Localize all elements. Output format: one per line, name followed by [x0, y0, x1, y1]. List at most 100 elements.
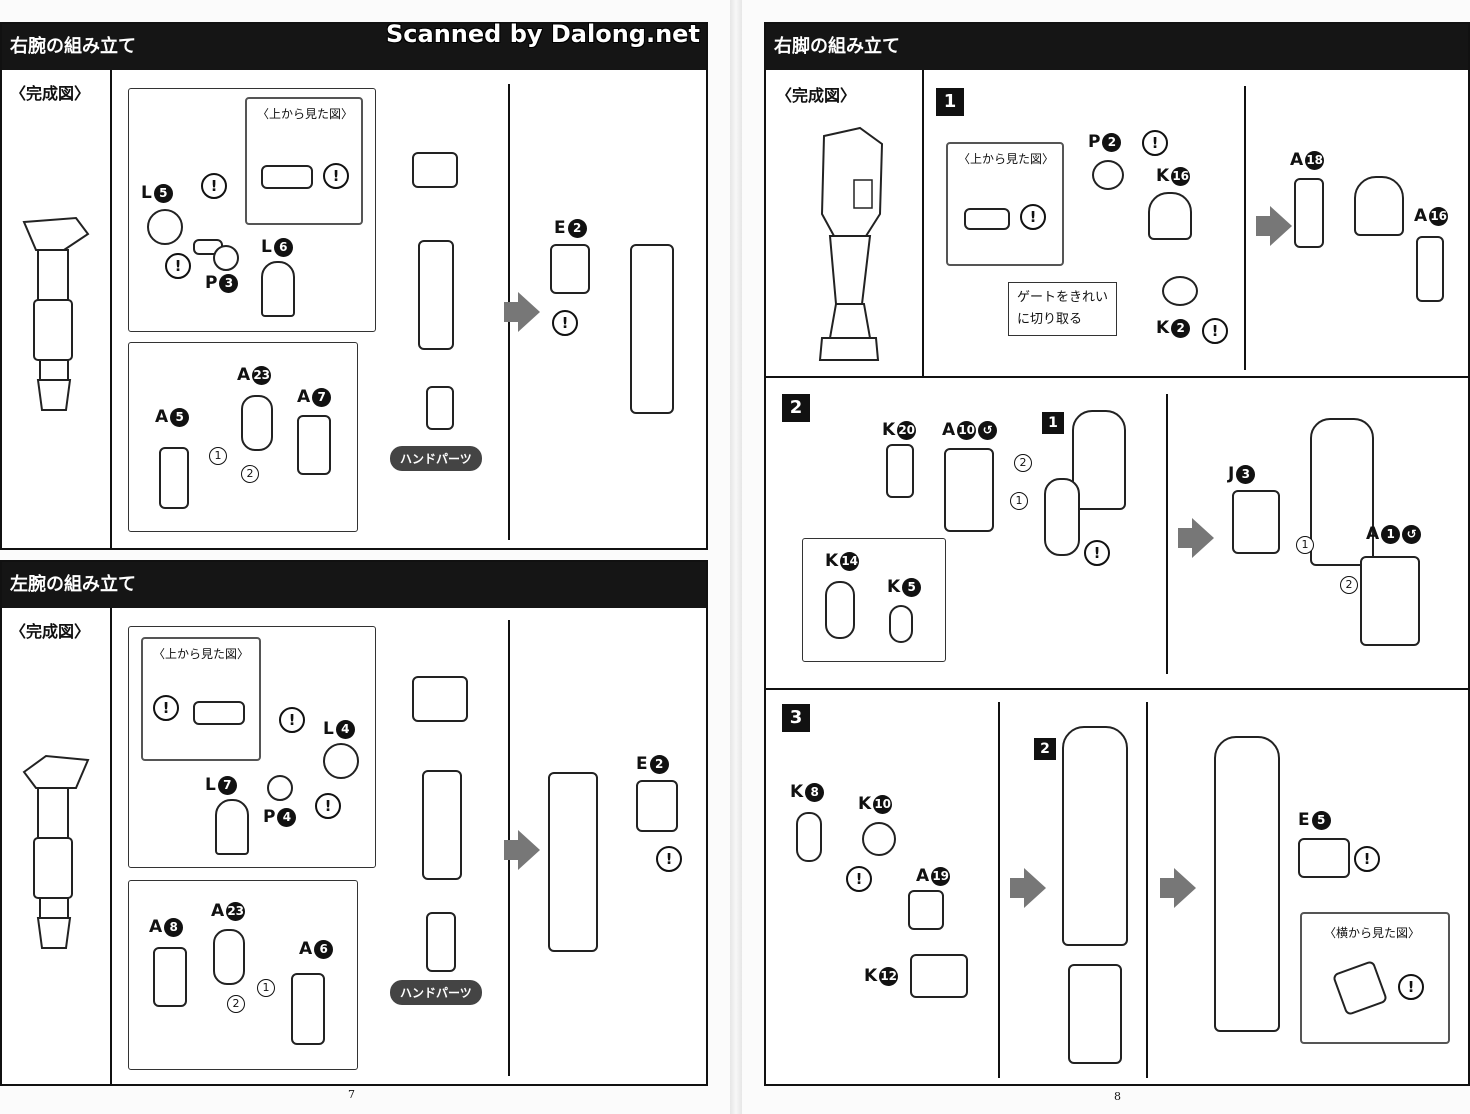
sequence-marker: 1: [1296, 536, 1314, 554]
divider: [998, 702, 1000, 1078]
top-view-callout: 〈上から見た図〉 !: [946, 142, 1064, 266]
step1-assembly-part: [1072, 410, 1126, 510]
part-k5: [889, 605, 913, 643]
part-j3: [1232, 490, 1280, 554]
part-l7: [215, 799, 249, 855]
part-shape: [261, 165, 313, 189]
sequence-marker: 1: [257, 979, 275, 997]
part-a16: [1416, 236, 1444, 302]
hand-parts-label: ハンドパーツ: [390, 446, 482, 471]
cut-symbol-icon: ↺: [978, 420, 998, 440]
step2-assembly-part: [1062, 726, 1128, 946]
part-a18: [1294, 178, 1324, 248]
warning-icon: !: [1354, 846, 1380, 872]
part-k14: [825, 581, 855, 639]
step-ref-badge: 1: [1042, 412, 1064, 434]
complete-label: 〈完成図〉: [776, 86, 857, 105]
note-line: に切り取る: [1017, 312, 1083, 327]
section-title: 右腕の組み立て: [2, 24, 706, 70]
warning-icon: !: [315, 793, 341, 819]
warning-icon: !: [153, 695, 179, 721]
foot-assembly-part: [1068, 964, 1122, 1064]
part-l6: [261, 261, 295, 317]
part-shape: [1331, 959, 1389, 1017]
part-p3: [213, 245, 239, 271]
arrow-right-icon: [1160, 868, 1196, 908]
part-k2: [1162, 276, 1198, 306]
step-ref-badge: 2: [1034, 738, 1056, 760]
step-badge: 2: [782, 394, 810, 422]
gate-cut-note: ゲートをきれいに切り取る: [1008, 282, 1118, 336]
step-badge: 1: [936, 88, 964, 116]
side-view-callout: 〈横から見た図〉 !: [1300, 912, 1450, 1044]
watermark: Scanned by Dalong.net: [386, 20, 700, 48]
warning-icon: !: [1202, 318, 1228, 344]
joint-part: [1044, 478, 1080, 556]
arm-assembly-part: [422, 770, 462, 880]
shoulder-joint-part: [412, 152, 458, 188]
assembled-arm-part: [630, 244, 674, 414]
note-line: ゲートをきれい: [1017, 290, 1109, 305]
divider: [1166, 394, 1168, 674]
part-a6: [291, 973, 325, 1045]
hand-part: [426, 912, 456, 972]
step2-assembly-part: [1310, 418, 1374, 566]
arrow-right-icon: [1178, 518, 1214, 558]
page-number: 7: [348, 1088, 355, 1101]
sequence-marker: 2: [1014, 454, 1032, 472]
arrow-right-icon: [1256, 206, 1292, 246]
complete-label: 〈完成図〉: [10, 84, 91, 103]
divider: [110, 70, 112, 550]
assembled-arm-part: [548, 772, 598, 952]
section-title: 左腕の組み立て: [2, 562, 706, 608]
warning-icon: !: [656, 846, 682, 872]
part-a7: [297, 415, 331, 475]
divider: [922, 70, 924, 378]
warning-icon: !: [1398, 974, 1424, 1000]
part-p2: [1092, 160, 1124, 190]
sequence-marker: 1: [1010, 492, 1028, 510]
hand-part: [426, 386, 454, 430]
completed-arm-figure: [22, 754, 90, 949]
part-p4: [267, 775, 293, 801]
part-a5: [159, 447, 189, 509]
top-view-callout: 〈上から見た図〉 !: [245, 97, 363, 225]
sequence-marker: 1: [209, 447, 227, 465]
part-e5: [1298, 838, 1350, 878]
step-badge: 3: [782, 704, 810, 732]
shoulder-joint-part: [412, 676, 468, 722]
arrow-right-icon: [1010, 868, 1046, 908]
page-number: 8: [1114, 1090, 1121, 1103]
completed-leg-figure: [818, 126, 884, 361]
warning-icon: !: [1084, 540, 1110, 566]
warning-icon: !: [846, 866, 872, 892]
part-k8: [796, 812, 822, 862]
